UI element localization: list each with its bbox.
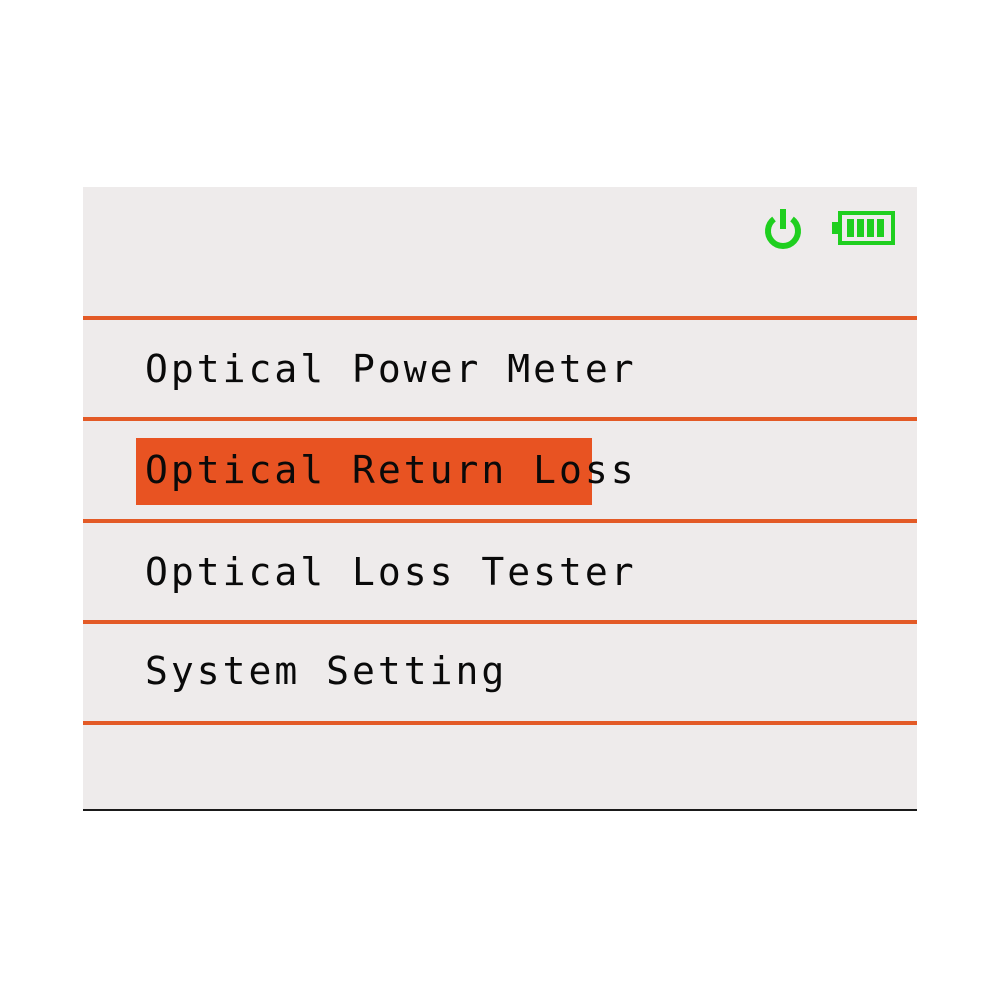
- menu-item-optical-loss-tester[interactable]: Optical Loss Tester: [83, 523, 917, 621]
- menu-divider: [83, 620, 917, 624]
- device-screen: Optical Power Meter Optical Return Loss …: [83, 187, 917, 811]
- selection-highlight: [136, 438, 592, 505]
- menu-item-label: System Setting: [145, 649, 508, 693]
- menu-item-system-setting[interactable]: System Setting: [83, 622, 917, 720]
- menu-divider: [83, 519, 917, 523]
- power-icon: [765, 209, 801, 249]
- status-bar: [83, 187, 917, 317]
- menu-item-optical-power-meter[interactable]: Optical Power Meter: [83, 320, 917, 418]
- menu-item-optical-return-loss[interactable]: Optical Return Loss: [83, 421, 917, 519]
- menu-divider: [83, 316, 917, 320]
- menu-divider: [83, 417, 917, 421]
- menu-item-label: Optical Power Meter: [145, 347, 637, 391]
- menu-item-label: Optical Return Loss: [145, 448, 637, 492]
- menu-item-label: Optical Loss Tester: [145, 550, 637, 594]
- menu-divider: [83, 721, 917, 725]
- battery-full-icon: [832, 211, 895, 245]
